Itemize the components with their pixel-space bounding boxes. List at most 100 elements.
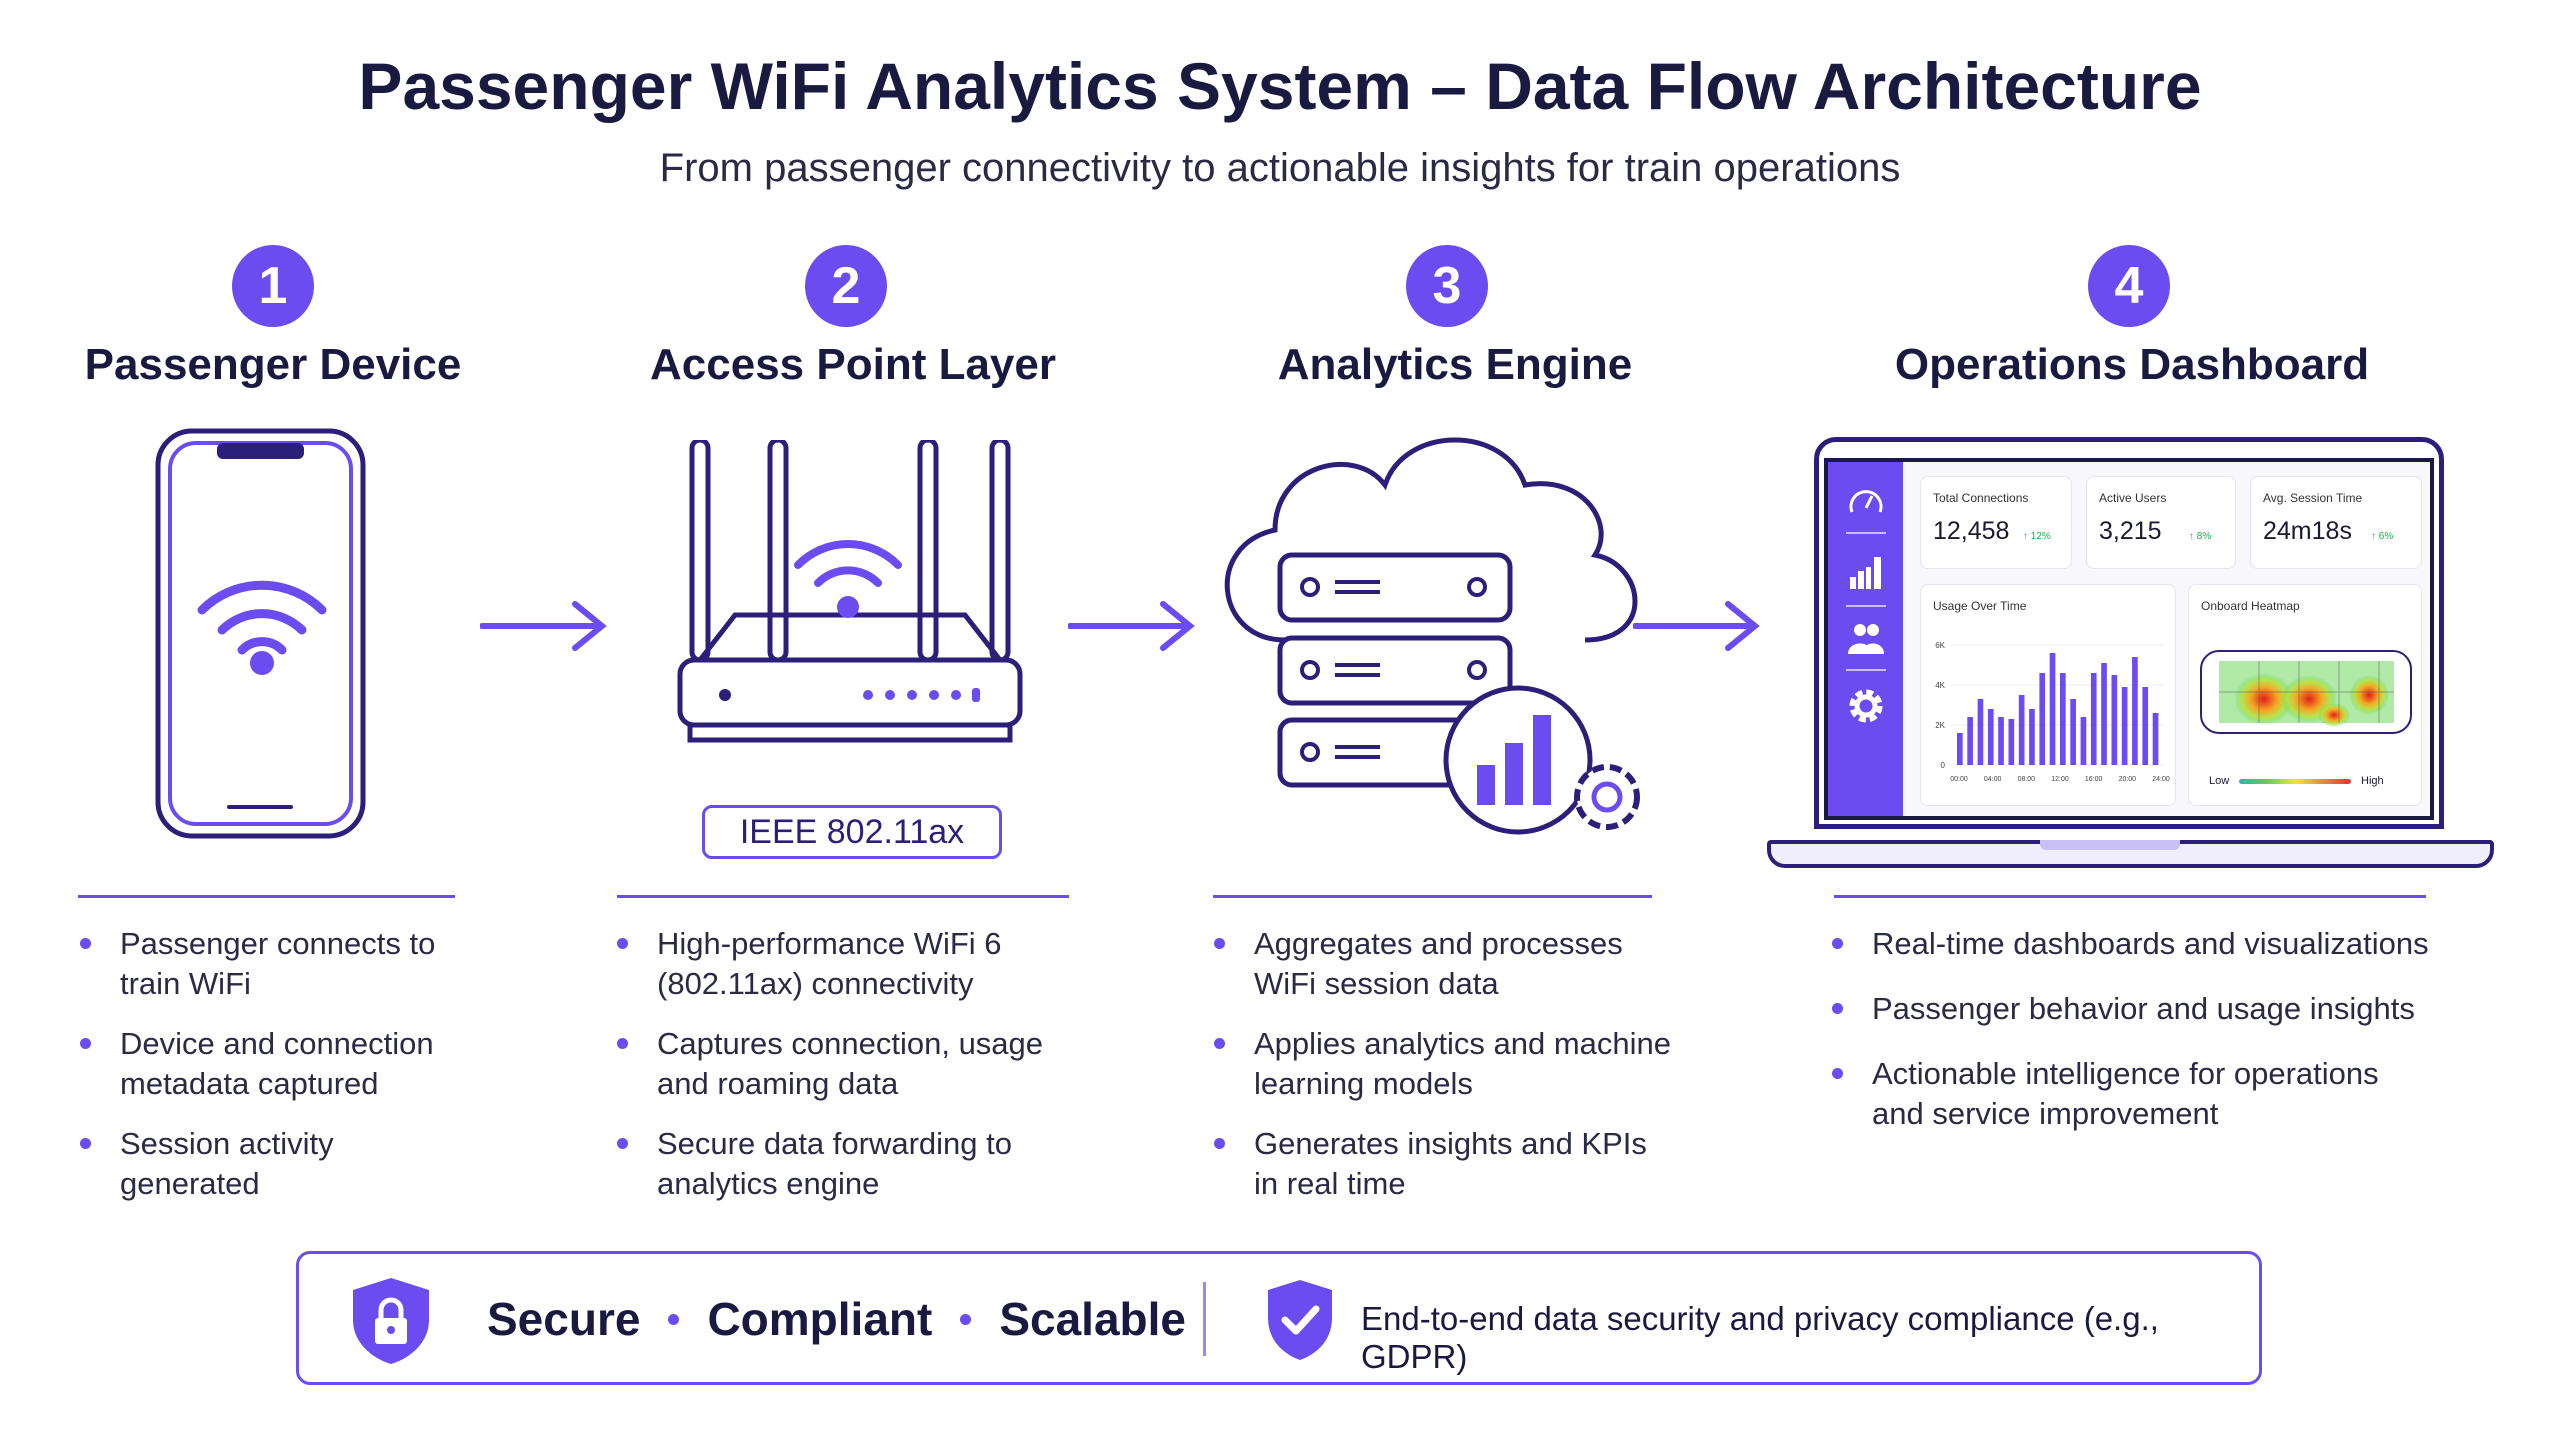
x-tick-label: 16:00 xyxy=(2085,776,2103,783)
kpi-value: 24m18s xyxy=(2263,517,2352,545)
usage-bar xyxy=(2039,673,2046,765)
bullet: Session activity generated xyxy=(80,1124,480,1204)
divider xyxy=(617,895,1069,898)
users-icon[interactable] xyxy=(1848,622,1884,654)
smartphone-wifi-icon xyxy=(155,428,366,839)
footer-divider xyxy=(1203,1282,1206,1356)
usage-bar xyxy=(1987,709,1994,765)
wifi-router-icon xyxy=(677,440,1023,743)
kpi-value: 12,458 xyxy=(1933,517,2010,545)
y-tick-label: 0 xyxy=(1941,761,1946,770)
usage-bar xyxy=(2070,699,2076,765)
dashboard-screen: Total Connections 12,458 ↑ 12% Active Us… xyxy=(1824,458,2434,820)
bullet: Generates insights and KPIs in real time xyxy=(1214,1124,1674,1204)
bullet: Actionable intelligence for operations a… xyxy=(1832,1054,2452,1134)
usage-bar xyxy=(2029,709,2035,765)
usage-bar xyxy=(1977,699,1984,765)
usage-bar xyxy=(1967,717,1973,765)
footer-note: End-to-end data security and privacy com… xyxy=(1361,1300,2159,1375)
bullet: Applies analytics and machine learning m… xyxy=(1214,1024,1674,1104)
step-4-title: Operations Dashboard xyxy=(1894,340,2370,389)
x-tick-label: 24:00 xyxy=(2152,776,2170,783)
heatmap-high-label: High xyxy=(2361,775,2384,787)
bullet: High-performance WiFi 6 (802.11ax) conne… xyxy=(617,924,1077,1004)
bar-chart-icon[interactable] xyxy=(1850,557,1882,589)
footer-banner: Secure Compliant Scalable End-to-end dat… xyxy=(296,1251,2262,1385)
usage-bar xyxy=(2152,713,2159,765)
usage-chart-title: Usage Over Time xyxy=(1933,599,2027,613)
kpi-label: Total Connections xyxy=(1933,491,2029,505)
footer-secure: Secure xyxy=(487,1293,641,1345)
divider xyxy=(1834,895,2426,898)
step-2-number: 2 xyxy=(805,245,887,327)
page-title: Passenger WiFi Analytics System – Data F… xyxy=(358,49,2202,123)
bullet: Device and connection metadata captured xyxy=(80,1024,480,1104)
bullet: Captures connection, usage and roaming d… xyxy=(617,1024,1077,1104)
divider xyxy=(1213,895,1652,898)
y-tick-label: 2K xyxy=(1935,721,1945,730)
usage-bar xyxy=(2132,657,2138,765)
usage-bar xyxy=(2142,687,2149,765)
train-heatmap xyxy=(2200,650,2412,734)
ieee-badge: IEEE 802.11ax xyxy=(702,805,1002,859)
kpi-label: Active Users xyxy=(2099,491,2167,505)
usage-bar xyxy=(2049,653,2056,765)
usage-bar xyxy=(1998,717,2004,765)
heatmap-card: Onboard Heatmap Low High xyxy=(2188,584,2422,806)
kpi-label: Avg. Session Time xyxy=(2263,491,2363,505)
x-tick-label: 12:00 xyxy=(2051,776,2069,783)
step-4-bullets: Real-time dashboards and visualizations … xyxy=(1832,924,2452,1154)
separator-dot xyxy=(960,1313,972,1325)
step-2-title: Access Point Layer xyxy=(650,340,1056,389)
heatmap-title: Onboard Heatmap xyxy=(2201,599,2300,613)
usage-bar xyxy=(2111,675,2118,765)
x-tick-label: 04:00 xyxy=(1984,776,2002,783)
heatmap-low-label: Low xyxy=(2209,775,2230,787)
step-4-number: 4 xyxy=(2088,245,2170,327)
kpi-value: 3,215 xyxy=(2099,517,2162,545)
gauge-icon[interactable] xyxy=(1848,486,1884,516)
divider xyxy=(78,895,455,898)
step-2-bullets: High-performance WiFi 6 (802.11ax) conne… xyxy=(617,924,1077,1224)
kpi-delta: ↑ 6% xyxy=(2371,531,2394,542)
arrow-right-icon xyxy=(1633,601,1760,651)
bullet: Real-time dashboards and visualizations xyxy=(1832,924,2452,964)
kpi-delta: ↑ 12% xyxy=(2023,531,2051,542)
footer-compliant: Compliant xyxy=(707,1293,933,1345)
usage-bar xyxy=(2101,663,2107,765)
page-subtitle: From passenger connectivity to actionabl… xyxy=(659,146,1901,190)
arrow-right-icon xyxy=(1068,601,1195,651)
step-3-title: Analytics Engine xyxy=(1277,340,1633,389)
x-tick-label: 08:00 xyxy=(2018,776,2036,783)
x-tick-label: 20:00 xyxy=(2119,776,2137,783)
laptop-notch xyxy=(2040,840,2180,850)
kpi-card-total-connections: Total Connections 12,458 ↑ 12% xyxy=(1920,476,2072,569)
usage-bar xyxy=(2060,673,2066,765)
gear-icon[interactable] xyxy=(1848,688,1884,724)
bullet: Passenger behavior and usage insights xyxy=(1832,989,2452,1029)
dashboard-sidebar xyxy=(1828,462,1903,816)
arrow-right-icon xyxy=(480,601,607,651)
usage-bar xyxy=(2080,717,2087,765)
step-1-bullets: Passenger connects to train WiFi Device … xyxy=(80,924,480,1224)
lock-shield-icon xyxy=(353,1278,429,1364)
cloud-server-icon xyxy=(1224,437,1640,835)
usage-bar xyxy=(2018,695,2025,765)
heatmap-legend-gradient xyxy=(2239,779,2351,784)
y-tick-label: 6K xyxy=(1935,641,1945,650)
usage-bar xyxy=(1957,733,1963,765)
step-1-title: Passenger Device xyxy=(84,340,462,389)
step-3-bullets: Aggregates and processes WiFi session da… xyxy=(1214,924,1674,1224)
footer-scalable: Scalable xyxy=(999,1293,1187,1345)
kpi-delta: ↑ 8% xyxy=(2189,531,2212,542)
step-1-number: 1 xyxy=(232,245,314,327)
usage-bar xyxy=(2090,673,2097,765)
bullet: Aggregates and processes WiFi session da… xyxy=(1214,924,1674,1004)
bullet: Passenger connects to train WiFi xyxy=(80,924,480,1004)
bullet: Secure data forwarding to analytics engi… xyxy=(617,1124,1077,1204)
kpi-card-active-users: Active Users 3,215 ↑ 8% xyxy=(2086,476,2236,569)
check-shield-icon xyxy=(1268,1280,1332,1360)
usage-bar xyxy=(2121,687,2128,765)
